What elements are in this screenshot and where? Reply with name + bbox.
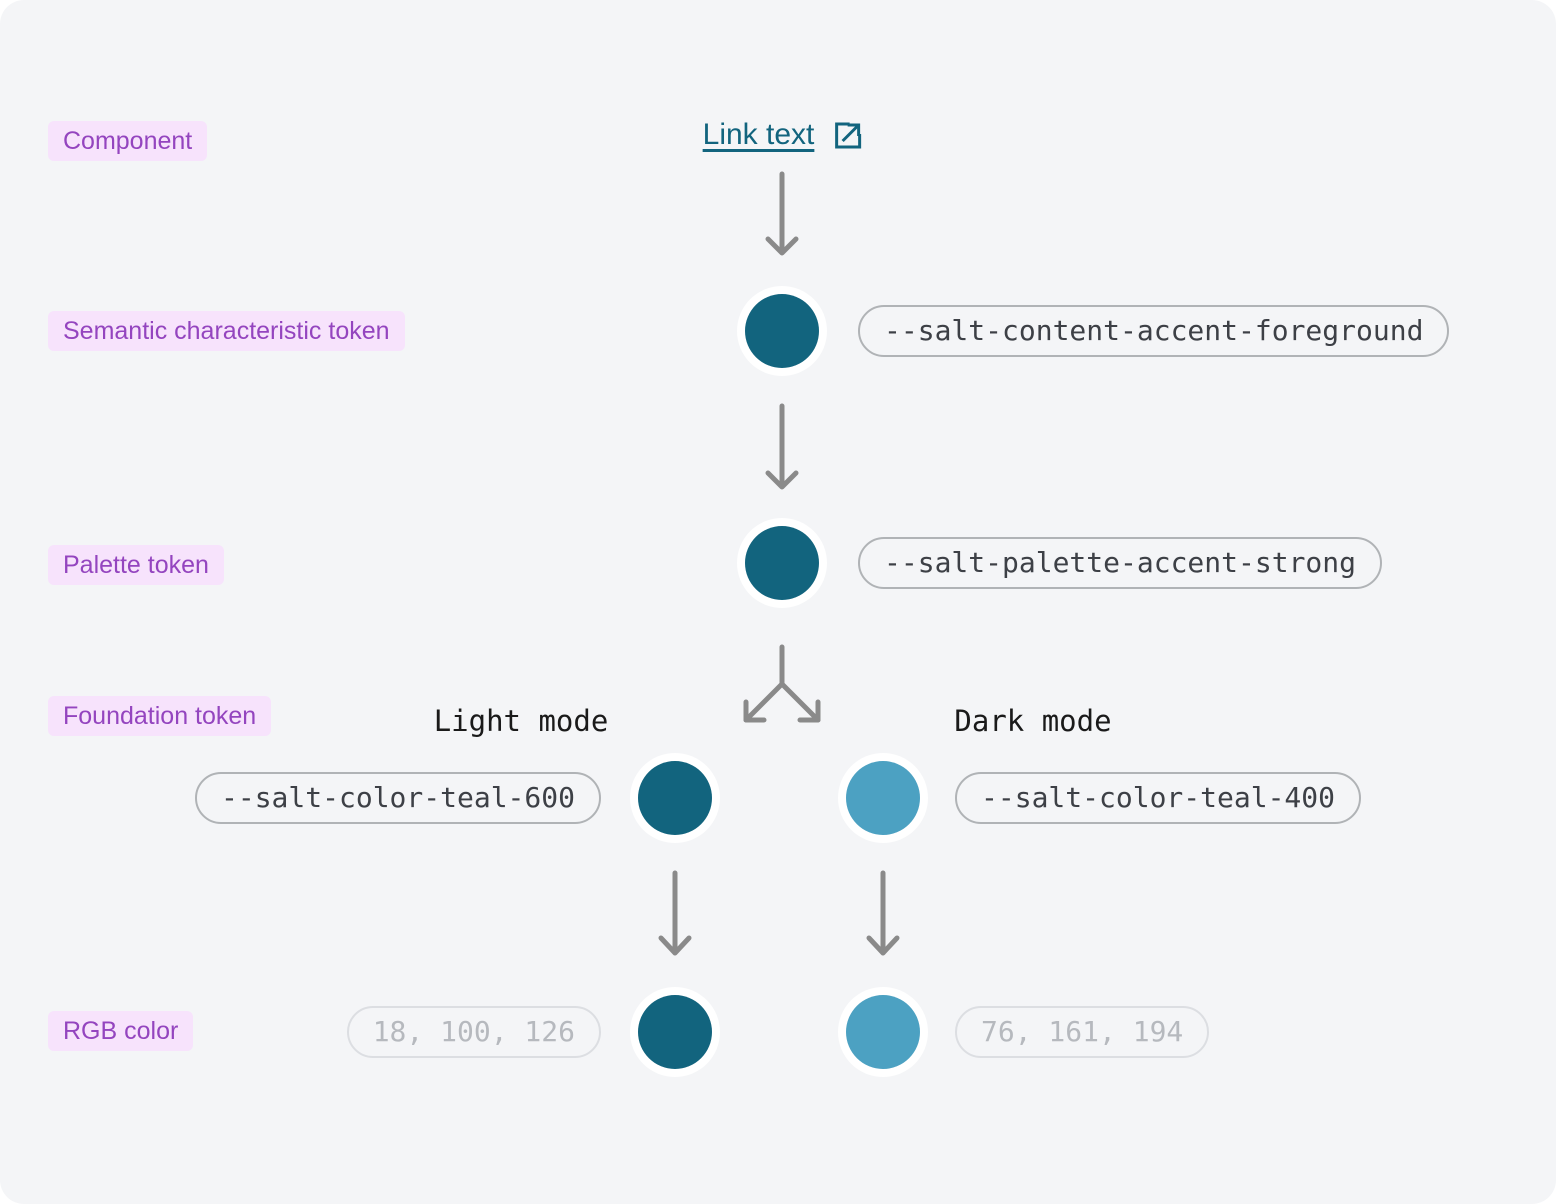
external-link-icon [829,118,863,152]
foundation-token-dark-pill: --salt-color-teal-400 [955,772,1362,824]
palette-token-pill: --salt-palette-accent-strong [858,537,1383,589]
foundation-dark-node [838,753,928,843]
row-label-component: Component [48,121,208,161]
arrow-dark-to-rgb [866,870,900,956]
arrow-component-to-semantic [765,171,799,256]
foundation-token-light-pill: --salt-color-teal-600 [194,772,601,824]
component-link-group: Link text [703,118,864,152]
semantic-token-node [737,286,827,376]
arrow-light-to-rgb [658,870,692,956]
rgb-value-light-pill: 18, 100, 126 [346,1006,601,1058]
row-label-semantic-characteristic-token: Semantic characteristic token [48,311,405,351]
semantic-token-swatch [745,294,819,368]
rgb-light-node [630,987,720,1077]
dark-mode-label: Dark mode [954,704,1112,738]
row-label-foundation-token: Foundation token [48,696,272,736]
palette-token-swatch [745,526,819,600]
row-label-rgb-color: RGB color [48,1011,194,1051]
palette-token-node [737,518,827,608]
rgb-value-dark-pill: 76, 161, 194 [955,1006,1210,1058]
semantic-token-pill: --salt-content-accent-foreground [858,305,1450,357]
foundation-dark-swatch [846,761,920,835]
rgb-dark-node [838,987,928,1077]
row-label-palette-token: Palette token [48,545,224,585]
link-text[interactable]: Link text [702,118,815,151]
foundation-light-node [630,753,720,843]
arrow-semantic-to-palette [765,403,799,490]
arrow-palette-branch [743,644,821,723]
light-mode-label: Light mode [433,704,609,738]
rgb-dark-swatch [846,995,920,1069]
rgb-light-swatch [638,995,712,1069]
foundation-light-swatch [638,761,712,835]
